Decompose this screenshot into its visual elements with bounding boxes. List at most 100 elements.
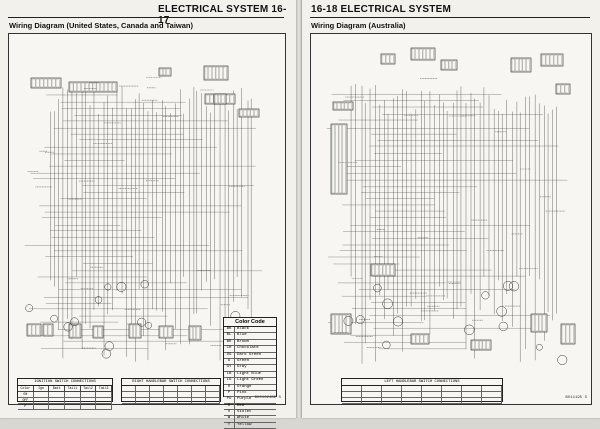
connector-pin	[486, 340, 490, 350]
connector-pin	[166, 68, 170, 76]
component-symbol	[101, 349, 112, 359]
connector-pin	[69, 324, 73, 338]
left-handlebar-table-row	[342, 386, 502, 392]
left-handlebar-table-cell	[462, 398, 482, 403]
component-symbol	[104, 283, 112, 291]
left-handlebar-table-cell	[422, 398, 442, 403]
connector-pin	[212, 66, 216, 80]
component-symbol	[508, 281, 520, 292]
connector-pin	[448, 60, 452, 70]
ignition-table-cell	[96, 392, 113, 397]
ignition-table-cell	[81, 404, 97, 409]
connector-pin	[419, 334, 424, 344]
ignition-table-cell	[34, 398, 50, 403]
connector-pin	[163, 68, 166, 76]
component-symbol	[50, 314, 58, 323]
connector-pin	[475, 340, 479, 350]
right-page-code: BX11195 S	[565, 396, 587, 400]
connector-pin	[163, 326, 168, 338]
connector-pin	[243, 109, 247, 117]
right-handlebar-table-cell	[192, 398, 206, 403]
connector-pin	[27, 324, 32, 336]
color-code-name: Black	[237, 327, 250, 331]
left-handlebar-table-cell	[402, 398, 422, 403]
color-code-name: Red	[237, 403, 245, 408]
component-symbol	[557, 355, 568, 365]
right-handlebar-table-caption: RIGHT HANDLEBAR SWITCH CONNECTIONS	[122, 379, 220, 386]
right-page-header: 16-18 ELECTRICAL SYSTEM	[311, 4, 452, 15]
left-handlebar-switch-table: LEFT HANDLEBAR SWITCH CONNECTIONS	[341, 378, 503, 404]
connector-block	[26, 323, 42, 337]
right-handlebar-table-cell	[136, 386, 150, 391]
left-handlebar-table-cell	[382, 386, 402, 391]
connector-pin	[426, 48, 430, 60]
connector-pin	[55, 78, 60, 88]
connector-pin	[556, 84, 561, 94]
color-code-abbrev: W	[224, 416, 235, 422]
connector-pin	[338, 124, 342, 194]
connector-pin	[196, 326, 200, 340]
connector-pin	[549, 54, 554, 66]
connector-block	[213, 93, 227, 105]
component-symbol	[382, 298, 393, 310]
left-handlebar-table-cell	[362, 398, 382, 403]
connector-pin	[545, 54, 550, 66]
connector-pin	[542, 314, 546, 332]
right-handlebar-table-cell	[192, 392, 206, 397]
connector-pin	[381, 54, 386, 64]
right-handlebar-table-cell	[164, 386, 178, 391]
right-handlebar-table-cell	[206, 392, 220, 397]
ignition-table-row: ON	[18, 392, 113, 398]
book-gutter	[296, 0, 302, 418]
color-code-name: Light Blue	[237, 371, 262, 376]
left-handlebar-table-cell	[422, 392, 442, 397]
right-page: 16-18 ELECTRICAL SYSTEM Wiring Diagram (…	[302, 0, 600, 418]
connector-pin	[564, 84, 569, 94]
right-header-rule	[310, 17, 590, 18]
connector-pin	[69, 82, 74, 92]
right-handlebar-table-row	[122, 398, 220, 404]
connector-pin	[411, 334, 416, 344]
component-symbol	[373, 283, 382, 293]
connector-pin	[129, 324, 133, 338]
color-code-abbrev: BR	[224, 339, 235, 346]
ignition-table-row: OFF	[18, 398, 113, 404]
component-symbol	[116, 281, 127, 292]
connector-pin	[346, 314, 350, 334]
left-handlebar-table-cell	[342, 398, 362, 403]
connector-pin	[538, 314, 542, 332]
connector-pin	[344, 102, 348, 110]
connector-pin	[335, 124, 339, 194]
connector-pin	[526, 58, 530, 72]
color-code-name: Green	[237, 358, 250, 363]
connector-block	[332, 101, 354, 111]
left-handlebar-table-cell	[482, 386, 502, 391]
connector-pin	[81, 82, 85, 92]
connector-pin	[445, 60, 449, 70]
connector-pin	[51, 78, 56, 88]
right-handlebar-table-cell	[122, 392, 136, 397]
connector-pin	[471, 340, 475, 350]
left-page-header: ELECTRICAL SYSTEM 16-17	[158, 4, 287, 26]
left-handlebar-table-row	[342, 398, 502, 404]
connector-pin	[215, 66, 219, 80]
component-symbol	[481, 291, 490, 300]
left-handlebar-table-cell	[442, 392, 462, 397]
left-handlebar-table-cell	[482, 392, 502, 397]
component-symbol	[536, 343, 543, 351]
right-handlebar-switch-table: RIGHT HANDLEBAR SWITCH CONNECTIONS	[121, 378, 221, 404]
connector-pin	[219, 66, 223, 80]
color-code-abbrev: DG	[224, 352, 235, 358]
component-symbol	[94, 296, 103, 304]
connector-pin	[331, 124, 335, 194]
ignition-table-cell	[49, 398, 66, 403]
connector-pin	[441, 60, 445, 70]
right-handlebar-table-cell	[178, 392, 192, 397]
connector-pin	[31, 78, 36, 88]
